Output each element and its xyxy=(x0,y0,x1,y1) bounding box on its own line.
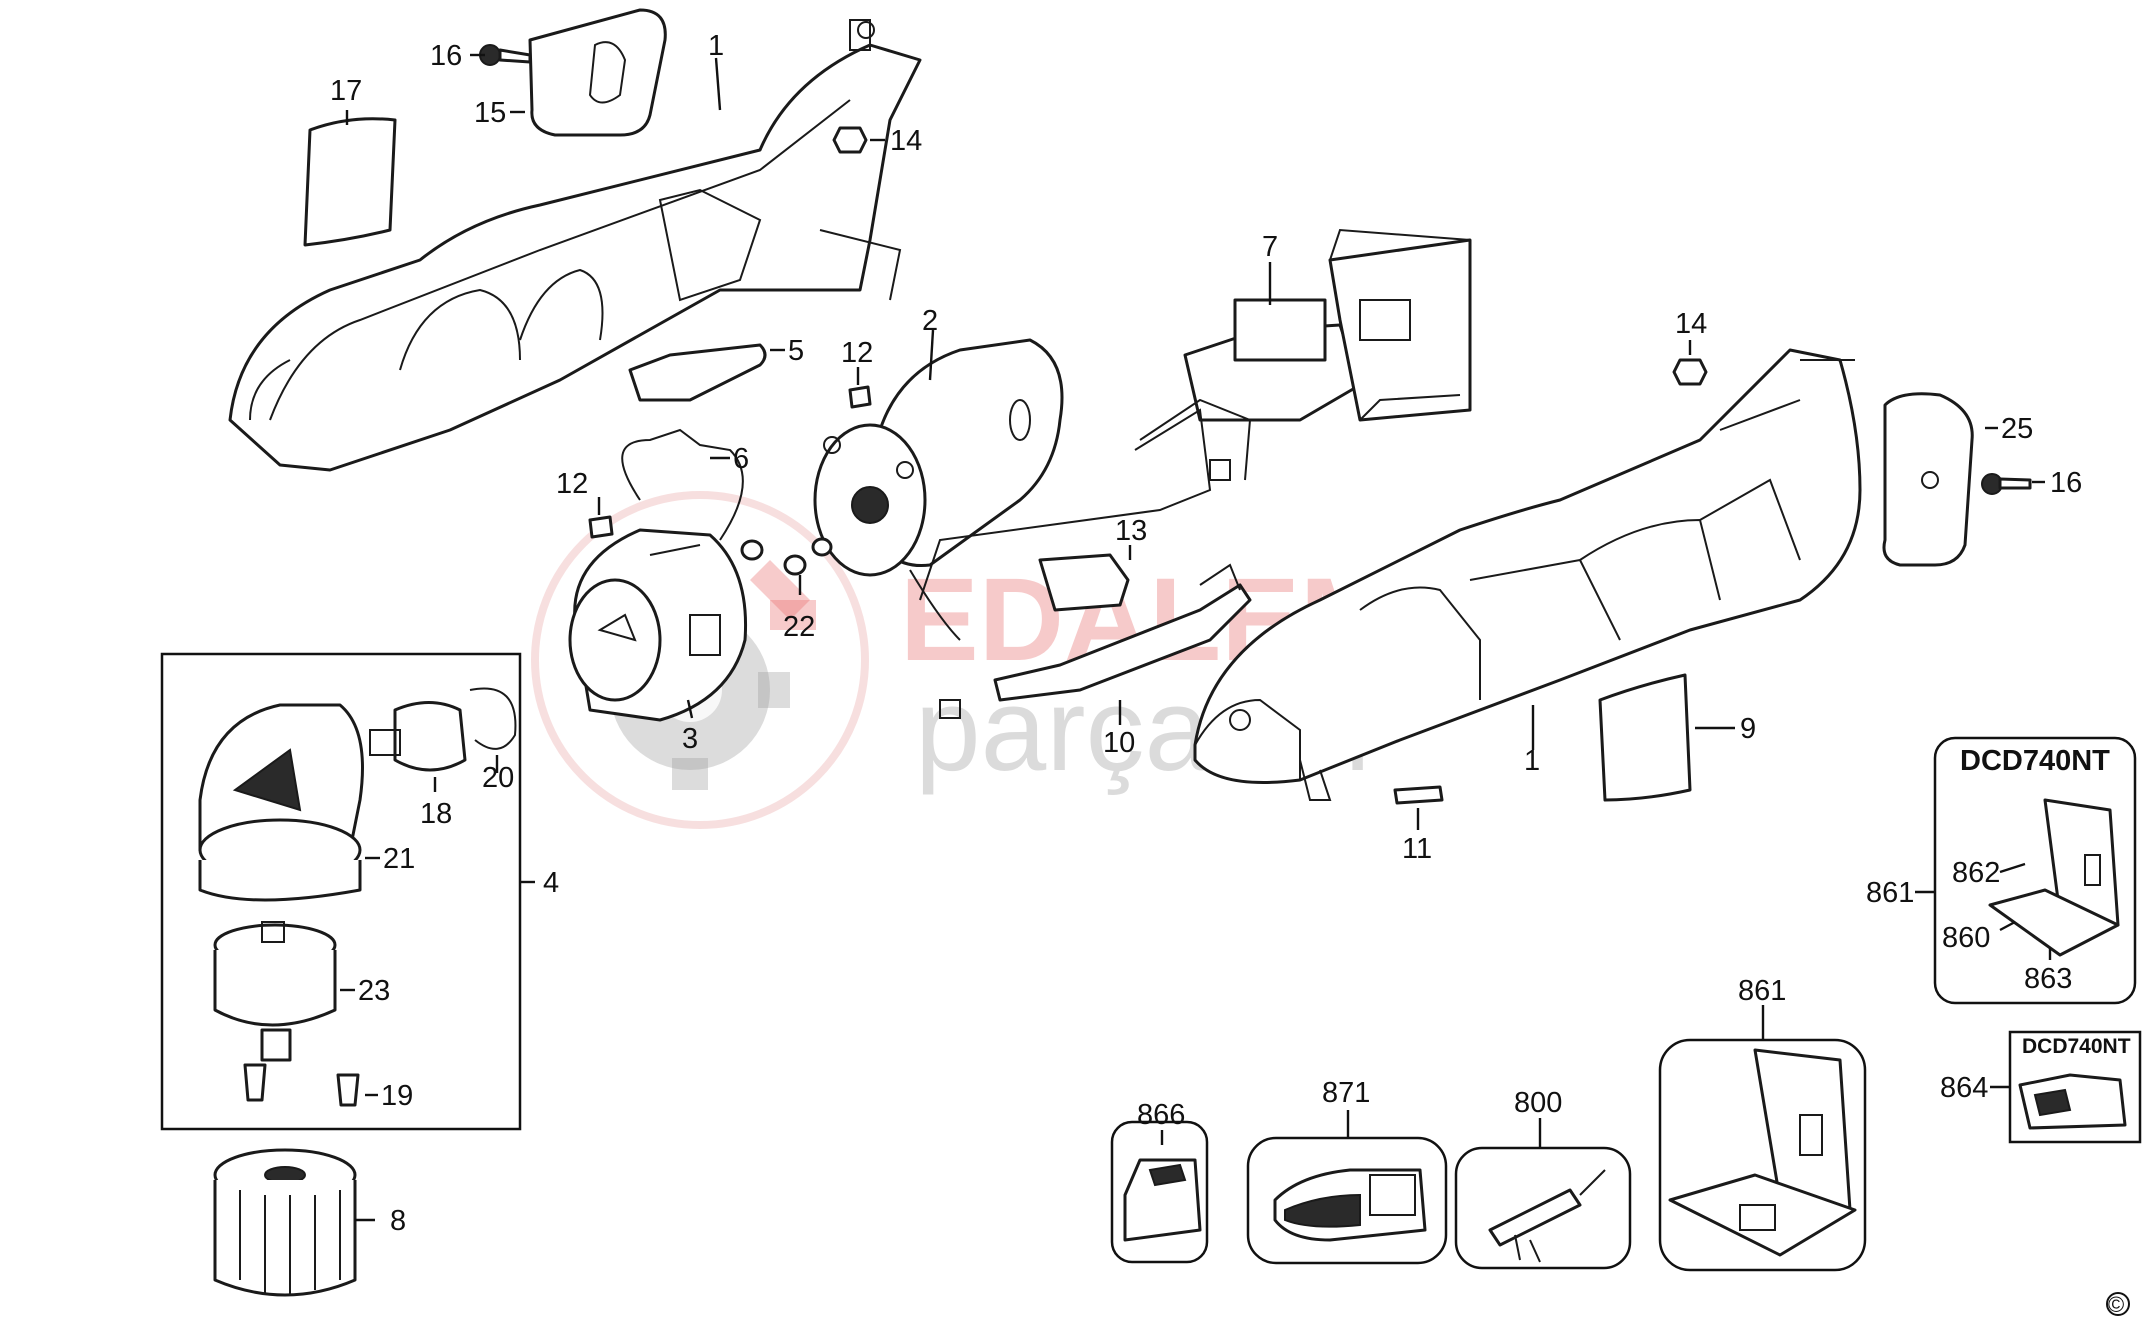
part-label-23: 23 xyxy=(358,975,390,1007)
screw-16-top xyxy=(479,44,532,66)
pin-12-upper xyxy=(848,385,872,409)
part-label-2: 2 xyxy=(922,305,938,337)
part-label-12-lower: 12 xyxy=(556,468,588,500)
switch-7 xyxy=(919,228,1472,601)
kit-small-box xyxy=(2008,1030,2142,1144)
part-label-25: 25 xyxy=(2001,413,2033,445)
nut-14-top xyxy=(832,126,868,154)
part-labels: 1 1 2 3 4 5 6 7 8 9 10 11 12 12 13 14 14… xyxy=(330,30,2131,1317)
gearbox-3 xyxy=(568,528,748,722)
part-label-12-upper: 12 xyxy=(841,337,873,369)
gear-18 xyxy=(369,701,467,772)
gear-head-21 xyxy=(198,703,364,902)
cover-25 xyxy=(1882,392,1974,567)
screw-16-right xyxy=(1981,473,2032,495)
motor-2 xyxy=(813,338,1064,641)
slider-5 xyxy=(628,343,767,402)
part-label-1-right: 1 xyxy=(1524,745,1540,777)
nut-22 xyxy=(740,537,833,576)
pins-19 xyxy=(243,1063,360,1107)
part-label-861-large: 861 xyxy=(1738,975,1786,1007)
part-label-3: 3 xyxy=(682,723,698,755)
part-label-860: 860 xyxy=(1942,922,1990,954)
housing-assembled-right xyxy=(1193,348,1862,801)
part-label-800: 800 xyxy=(1514,1087,1562,1119)
part-label-10: 10 xyxy=(1103,727,1135,759)
part-label-1-left: 1 xyxy=(708,30,724,62)
retaining-ring-20 xyxy=(469,687,517,750)
component-13 xyxy=(1038,553,1130,612)
part-label-5: 5 xyxy=(788,335,804,367)
part-label-18: 18 xyxy=(420,798,452,830)
kit-large-title: DCD740NT xyxy=(1960,745,2110,777)
part-label-864: 864 xyxy=(1940,1072,1988,1104)
part-label-6: 6 xyxy=(733,443,749,475)
copyright-mark: © xyxy=(2108,1292,2124,1317)
part-label-9: 9 xyxy=(1740,713,1756,745)
part-label-871: 871 xyxy=(1322,1077,1370,1109)
pin-12-lower xyxy=(588,515,614,539)
part-label-22: 22 xyxy=(783,611,815,643)
trigger-link-10 xyxy=(939,563,1252,719)
copyright-icon: © xyxy=(2106,1292,2130,1317)
spring-clip-6 xyxy=(621,428,744,541)
part-label-861-kit: 861 xyxy=(1866,877,1914,909)
part-label-21: 21 xyxy=(383,843,415,875)
label-plate-17 xyxy=(303,117,397,247)
part-label-14-right: 14 xyxy=(1675,308,1707,340)
leader-lines xyxy=(340,53,2052,1222)
part-label-8: 8 xyxy=(390,1205,406,1237)
cover-15 xyxy=(528,8,667,137)
part-label-4: 4 xyxy=(543,867,559,899)
part-label-17: 17 xyxy=(330,75,362,107)
housing-left-half xyxy=(228,19,922,472)
pin-11 xyxy=(1393,785,1444,805)
part-label-862: 862 xyxy=(1952,857,2000,889)
kit-small-title: DCD740NT xyxy=(2022,1035,2131,1058)
case-861-large xyxy=(1658,1038,1867,1272)
part-label-7: 7 xyxy=(1262,231,1278,263)
label-plate-9 xyxy=(1598,673,1692,802)
part-label-19: 19 xyxy=(381,1080,413,1112)
part-label-15: 15 xyxy=(474,97,506,129)
part-label-866: 866 xyxy=(1137,1099,1185,1131)
battery-866 xyxy=(1110,1120,1209,1264)
nut-14-right xyxy=(1672,358,1708,386)
part-label-13: 13 xyxy=(1115,515,1147,547)
spindle-23 xyxy=(213,921,337,1062)
chuck-assembly-box xyxy=(160,652,522,1131)
kit-large-box xyxy=(1933,736,2137,1005)
part-label-16-right: 16 xyxy=(2050,467,2082,499)
part-label-863: 863 xyxy=(2024,963,2072,995)
bit-holder-800 xyxy=(1454,1146,1632,1270)
part-label-20: 20 xyxy=(482,762,514,794)
part-label-11: 11 xyxy=(1402,833,1432,865)
keyless-chuck-8 xyxy=(213,1148,357,1297)
part-label-14-top: 14 xyxy=(890,125,922,157)
charger-871 xyxy=(1246,1136,1448,1265)
part-label-16-top: 16 xyxy=(430,40,462,72)
